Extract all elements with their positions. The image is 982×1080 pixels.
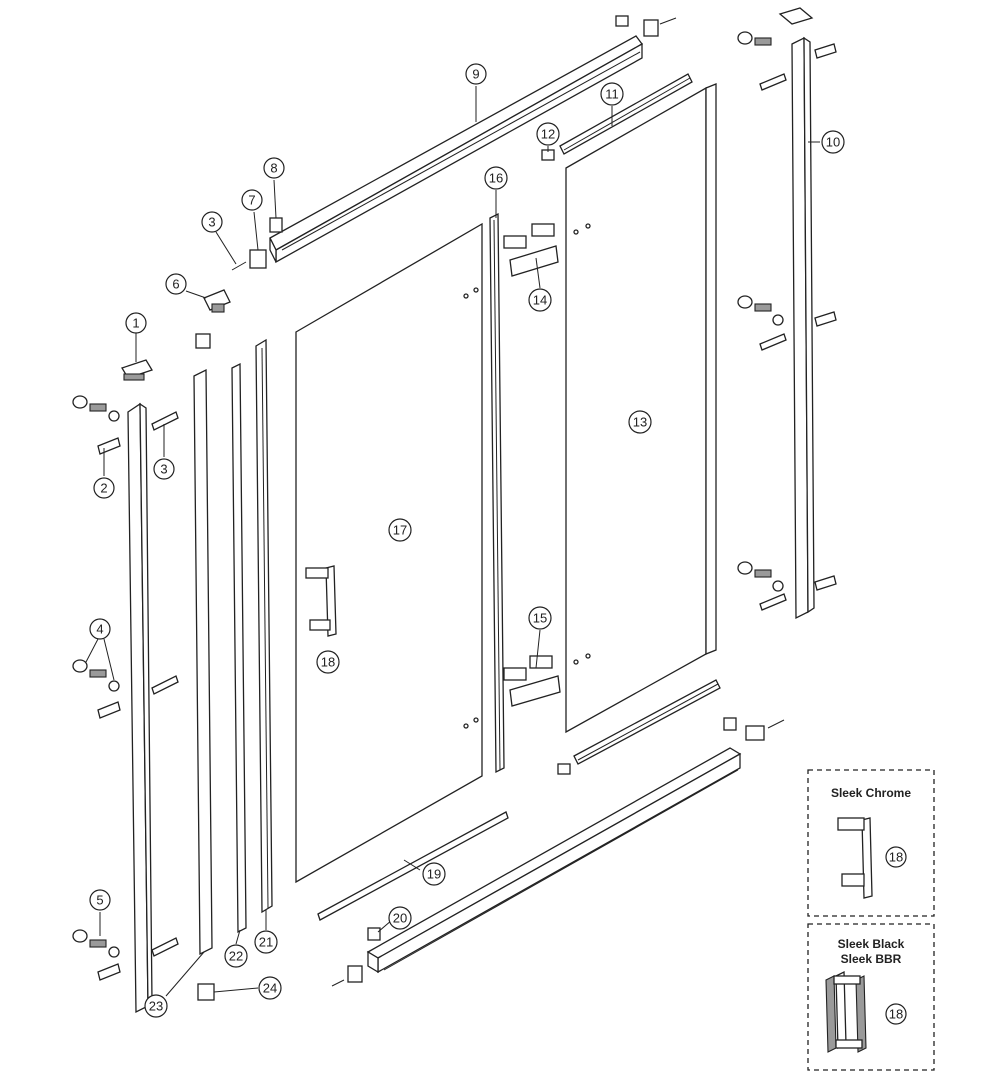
svg-text:20: 20 (393, 911, 407, 926)
inset-sleek-chrome-callout: 18 (885, 846, 907, 868)
callout-21: 21 (254, 930, 278, 954)
svg-text:21: 21 (259, 935, 273, 950)
bottom-base-rail (366, 747, 742, 974)
callout-5: 5 (89, 889, 111, 911)
callout-15: 15 (528, 606, 552, 630)
svg-text:10: 10 (826, 135, 840, 150)
svg-text:7: 7 (248, 193, 255, 208)
svg-text:8: 8 (270, 161, 277, 176)
inset-sleek-black-title: Sleek Black (838, 937, 905, 951)
door-handle (305, 565, 337, 637)
svg-text:14: 14 (533, 293, 547, 308)
top-rail-end-cap-right (615, 15, 677, 37)
inset-sleek-chrome: Sleek Chrome 18 (807, 769, 935, 917)
bottom-block (197, 983, 215, 1001)
top-corner-cap (203, 289, 231, 313)
inset-sleek-bbr-title: Sleek BBR (841, 952, 902, 966)
callout-1: 1 (125, 312, 147, 334)
svg-text:1: 1 (132, 316, 139, 331)
inset-sleek-black-callout: 18 (885, 1003, 907, 1025)
upper-roller-assembly (503, 223, 559, 277)
svg-text:23: 23 (149, 999, 163, 1014)
callout-22: 22 (224, 944, 248, 968)
leader-lines (85, 86, 820, 997)
callout-6: 6 (165, 273, 187, 295)
svg-text:24: 24 (263, 981, 277, 996)
svg-text:6: 6 (172, 277, 179, 292)
bottom-guide-channel (557, 679, 721, 775)
callout-13: 13 (628, 410, 652, 434)
svg-text:16: 16 (489, 171, 503, 186)
callout-9: 9 (465, 63, 487, 85)
callout-8: 8 (263, 157, 285, 179)
magnetic-profile (255, 338, 273, 914)
left-top-cap (121, 359, 153, 381)
callout-10: 10 (821, 130, 845, 154)
left-wall-fixings (72, 395, 179, 981)
right-wall-profile (778, 7, 815, 620)
lower-roller-assembly (503, 655, 561, 707)
fixed-glass-panel (565, 83, 717, 734)
callout-18: 18 (316, 650, 340, 674)
bottom-rail-end-caps (331, 717, 785, 987)
bottom-clip (367, 927, 381, 941)
svg-text:17: 17 (393, 523, 407, 538)
svg-text:3: 3 (160, 462, 167, 477)
door-edge-profile (489, 212, 505, 774)
callout-20: 20 (388, 906, 412, 930)
sleek-black-handle-illustration (825, 970, 867, 1053)
svg-text:4: 4 (96, 622, 103, 637)
svg-text:18: 18 (889, 850, 903, 865)
svg-text:18: 18 (321, 655, 335, 670)
top-guide-channel (559, 73, 693, 155)
callout-23: 23 (144, 994, 168, 1018)
svg-text:13: 13 (633, 415, 647, 430)
svg-text:3: 3 (208, 215, 215, 230)
callout-7: 7 (241, 189, 263, 211)
svg-text:2: 2 (100, 481, 107, 496)
callout-11: 11 (600, 82, 624, 106)
sleek-chrome-handle-illustration (837, 817, 873, 899)
callout-4: 4 (89, 618, 111, 640)
callout-19: 19 (422, 862, 446, 886)
callout-17: 17 (388, 518, 412, 542)
svg-text:12: 12 (541, 127, 555, 142)
sliding-door-glass (295, 222, 483, 884)
svg-text:9: 9 (472, 67, 479, 82)
svg-text:5: 5 (96, 893, 103, 908)
callout-14: 14 (528, 288, 552, 312)
callout-3-top: 3 (201, 211, 223, 233)
right-wall-fixings (737, 31, 837, 611)
top-header-rail (269, 35, 643, 264)
svg-text:22: 22 (229, 949, 243, 964)
svg-text:11: 11 (605, 87, 619, 102)
svg-text:19: 19 (427, 867, 441, 882)
callout-12: 12 (536, 122, 560, 146)
left-wall-profile (127, 402, 153, 1014)
callout-24: 24 (258, 976, 282, 1000)
svg-text:15: 15 (533, 611, 547, 626)
callout-2: 2 (93, 477, 115, 499)
inset-sleek-chrome-title: Sleek Chrome (831, 786, 911, 800)
callout-3-side: 3 (153, 458, 175, 480)
inset-sleek-black: Sleek Black Sleek BBR 18 (807, 923, 935, 1071)
wall-seal-strip (231, 362, 247, 934)
callout-16: 16 (484, 166, 508, 190)
svg-text:18: 18 (889, 1007, 903, 1022)
side-seal-profile (193, 333, 213, 956)
